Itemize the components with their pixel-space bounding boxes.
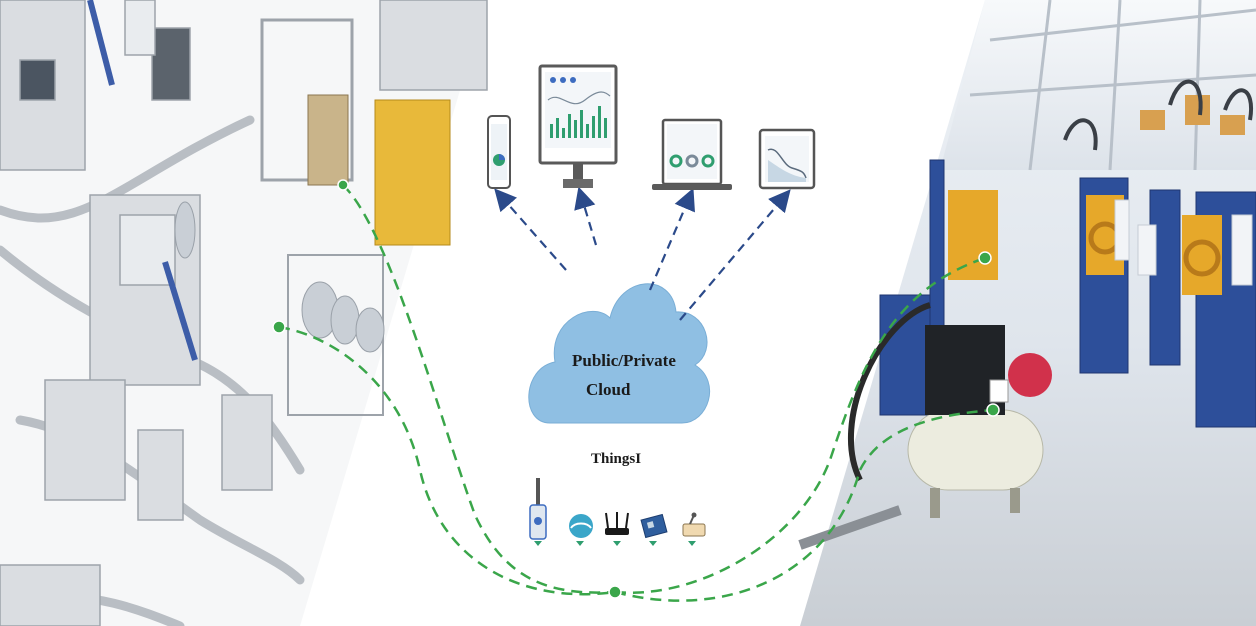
link-bottling-line <box>342 184 616 594</box>
laptop-icon <box>652 118 732 190</box>
link-compressor <box>614 408 994 602</box>
arrow-to-tablet <box>679 189 791 321</box>
node-gateway-hub <box>608 585 622 599</box>
node-processing-unit <box>272 320 286 334</box>
node-compressor <box>986 403 1000 417</box>
cloud-label-line2: Cloud <box>586 380 631 399</box>
cloud-icon <box>528 283 711 424</box>
data-links <box>278 184 994 602</box>
cloud-label-line1: Public/Private <box>572 351 676 370</box>
platform-label: ThingsI <box>591 451 641 467</box>
arrow-to-laptop <box>648 187 695 291</box>
water-meter-icon <box>569 514 593 538</box>
arrow-to-smartphone <box>494 188 567 271</box>
tablet-icon <box>758 128 816 190</box>
wifi-router-icon <box>605 512 629 535</box>
controller-board-icon <box>640 513 668 539</box>
link-processing-unit <box>278 325 616 596</box>
gateway-status-indicators <box>534 541 696 546</box>
cloud-to-client-arrows <box>494 186 791 321</box>
node-assembly-cell <box>978 251 992 265</box>
link-nodes <box>272 179 1000 599</box>
iot-sensor-icon <box>529 478 547 540</box>
factory-floor-panel <box>798 0 1256 626</box>
cloud-node: Public/Private Cloud <box>528 283 711 424</box>
production-line-panel <box>0 0 488 626</box>
arrow-to-monitor <box>574 186 598 246</box>
smartphone-icon <box>487 115 511 189</box>
monitor-icon <box>538 64 618 188</box>
air-compressor <box>848 302 1052 518</box>
rfid-reader-icon <box>682 512 706 537</box>
node-bottling-line <box>337 179 349 191</box>
